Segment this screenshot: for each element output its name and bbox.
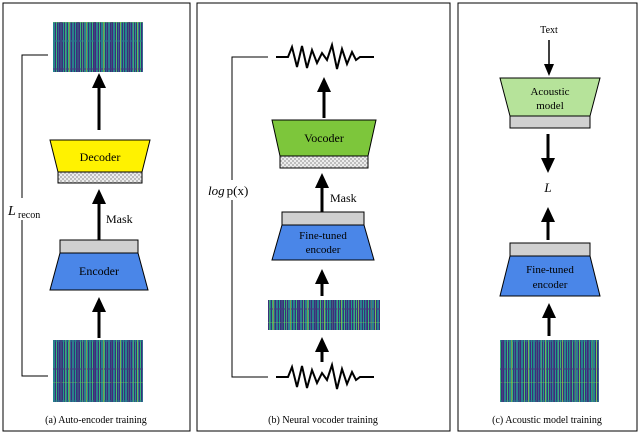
arrowhead [315,337,329,352]
fine-tuned-encoder-block-b: Fine-tuned encoder [271,211,375,261]
vocoder-mask-bar [279,155,369,169]
encoder-label-b-line1: Fine-tuned [299,230,347,242]
loss-label-c: L [543,180,551,195]
loss-px: p(x) [227,183,249,198]
caption-a: (a) Auto-encoder training [45,415,147,426]
panel-b-frame [196,2,451,432]
spectrogram-input [53,340,143,402]
text-input-label: Text [540,25,558,36]
encoder-label-c-line1: Fine-tuned [526,264,574,276]
panel-c-frame [457,2,638,432]
arrowhead [317,77,331,92]
arrowhead [92,189,106,204]
arrowhead [92,73,106,88]
encoder-label-c-line2: encoder [533,279,568,291]
acoustic-bottom-bar [509,115,591,129]
mask-label-a: Mask [106,212,133,226]
caption-c: (c) Acoustic model training [492,415,602,426]
encoder-label: Encoder [79,264,119,278]
decoder-label: Decoder [80,150,121,164]
acoustic-label-line1: Acoustic [530,86,569,98]
encoder-block: Encoder [49,239,149,291]
mask-label-b: Mask [330,191,357,205]
arrowhead [544,64,554,76]
vocoder-label: Vocoder [304,131,344,145]
loss-recon-main: L [7,204,16,219]
encoder-top-bar-c [509,242,591,257]
spectrogram-input-c [500,340,599,402]
spectrogram-strip-b [268,300,380,330]
loss-bracket-b [231,56,268,378]
decoder-block: Decoder [49,139,151,184]
encoder-top-bar-b [281,211,365,226]
arrowhead [315,173,329,188]
vocoder-block: Vocoder [271,119,377,169]
panel-acoustic-model: Text Acoustic model L Fine-tuned encoder [457,2,638,432]
arrowhead [541,207,555,222]
encoder-top-bar [59,239,139,254]
spectrogram-output [53,22,143,72]
arrowhead [541,158,555,173]
waveform-input [276,361,374,390]
fine-tuned-encoder-block-c: Fine-tuned encoder [499,242,601,297]
arrowhead [315,269,329,284]
waveform-output [276,41,374,70]
loss-log: log [208,183,225,198]
acoustic-label-line2: model [536,100,564,112]
loss-recon-sub: recon [18,210,40,221]
arrowhead [92,297,106,312]
caption-b: (b) Neural vocoder training [268,415,378,426]
decoder-mask-bar [57,171,143,184]
acoustic-model-block: Acoustic model [499,77,601,129]
panel-auto-encoder: Decoder Mask Encoder L recon (a) Auto-en… [2,2,191,432]
panel-a-frame [2,2,191,432]
encoder-label-b-line2: encoder [306,244,341,256]
arrowhead [542,303,556,318]
